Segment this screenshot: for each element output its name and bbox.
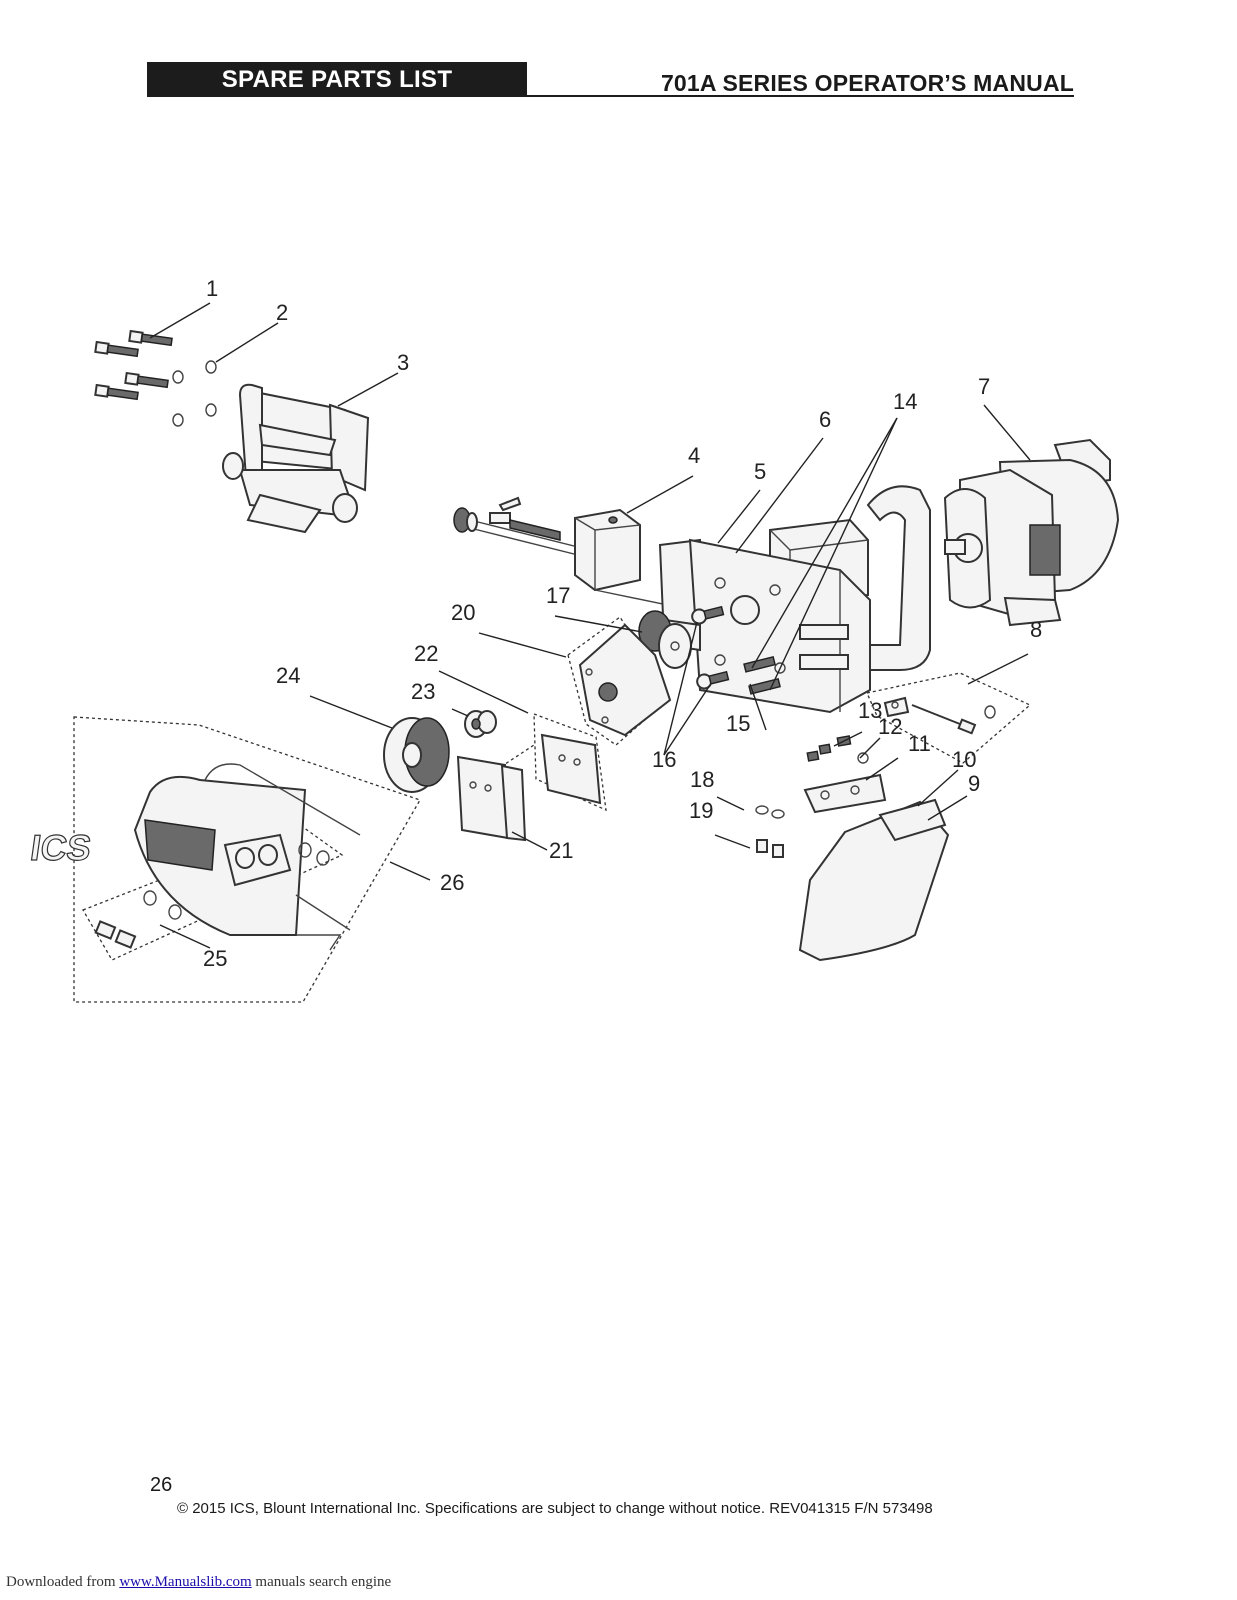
manualslib-link[interactable]: www.Manualslib.com [119, 1574, 252, 1590]
callout-15: 15 [726, 711, 750, 736]
callout-9: 9 [968, 771, 980, 796]
callout-24: 24 [276, 663, 300, 688]
group-8-boundary [866, 672, 1032, 764]
page-number: 26 [150, 1474, 173, 1496]
download-suffix: manuals search engine [251, 1574, 392, 1590]
callout-1: 1 [206, 276, 218, 301]
handle-assembly-icon [222, 383, 370, 534]
callouts: 1 2 3 4 5 6 7 8 9 10 11 12 13 14 15 16 1… [203, 276, 1042, 971]
callout-19: 19 [689, 798, 713, 823]
callout-10: 10 [952, 747, 976, 772]
callout-14: 14 [893, 389, 917, 414]
leader-lines [149, 302, 1031, 949]
stud-set-icon [691, 605, 781, 695]
sprocket-flange-icon [383, 717, 450, 793]
manual-title: 701A SERIES OPERATOR’S MANUAL [660, 70, 1074, 96]
copyright-notice: © 2015 ICS, Blount International Inc. Sp… [177, 1500, 933, 1517]
section-label: SPARE PARTS LIST [147, 62, 527, 97]
callout-4: 4 [688, 443, 700, 468]
callout-26: 26 [440, 870, 464, 895]
download-prefix: Downloaded from [6, 1574, 120, 1590]
guide-plate-inner-icon [540, 733, 602, 805]
valve-assembly-icon [453, 496, 741, 621]
pivot-pin-kit-icon [883, 696, 996, 735]
ics-logo-text: ICS [28, 827, 94, 868]
callout-25: 25 [203, 946, 227, 971]
callout-21: 21 [549, 838, 573, 863]
download-notice: Downloaded from www.Manualslib.com manua… [6, 1574, 391, 1591]
callout-6: 6 [819, 407, 831, 432]
callout-20: 20 [451, 600, 475, 625]
group-26-boundary [73, 716, 421, 1003]
header-rule [527, 95, 1074, 97]
callout-23: 23 [411, 679, 435, 704]
callout-18: 18 [690, 767, 714, 792]
screw-set-icon [94, 329, 173, 401]
callout-8: 8 [1030, 617, 1042, 642]
chain-guard-bracket-icon [755, 735, 950, 962]
cover-fastener-set-icon [94, 842, 330, 949]
chain-cover-icon: ICS [27, 763, 361, 951]
bushing-icon [464, 710, 497, 738]
group-25-boundary [82, 824, 344, 961]
gearbox-body-icon [658, 485, 931, 714]
group-22-boundary [533, 713, 607, 812]
callout-17: 17 [546, 583, 570, 608]
callout-2: 2 [276, 300, 288, 325]
callout-16: 16 [652, 747, 676, 772]
drive-wheel-icon [638, 610, 692, 669]
guide-plate-outer-icon [456, 755, 527, 842]
sprocket-plate-icon [578, 623, 672, 737]
callout-22: 22 [414, 641, 438, 666]
callout-3: 3 [397, 350, 409, 375]
hydraulic-motor-icon [943, 438, 1120, 627]
callout-11: 11 [908, 731, 931, 756]
callout-13: 13 [858, 698, 882, 723]
callout-12: 12 [878, 714, 902, 739]
callout-5: 5 [754, 459, 766, 484]
washer-set-icon [172, 360, 217, 427]
callout-7: 7 [978, 374, 990, 399]
